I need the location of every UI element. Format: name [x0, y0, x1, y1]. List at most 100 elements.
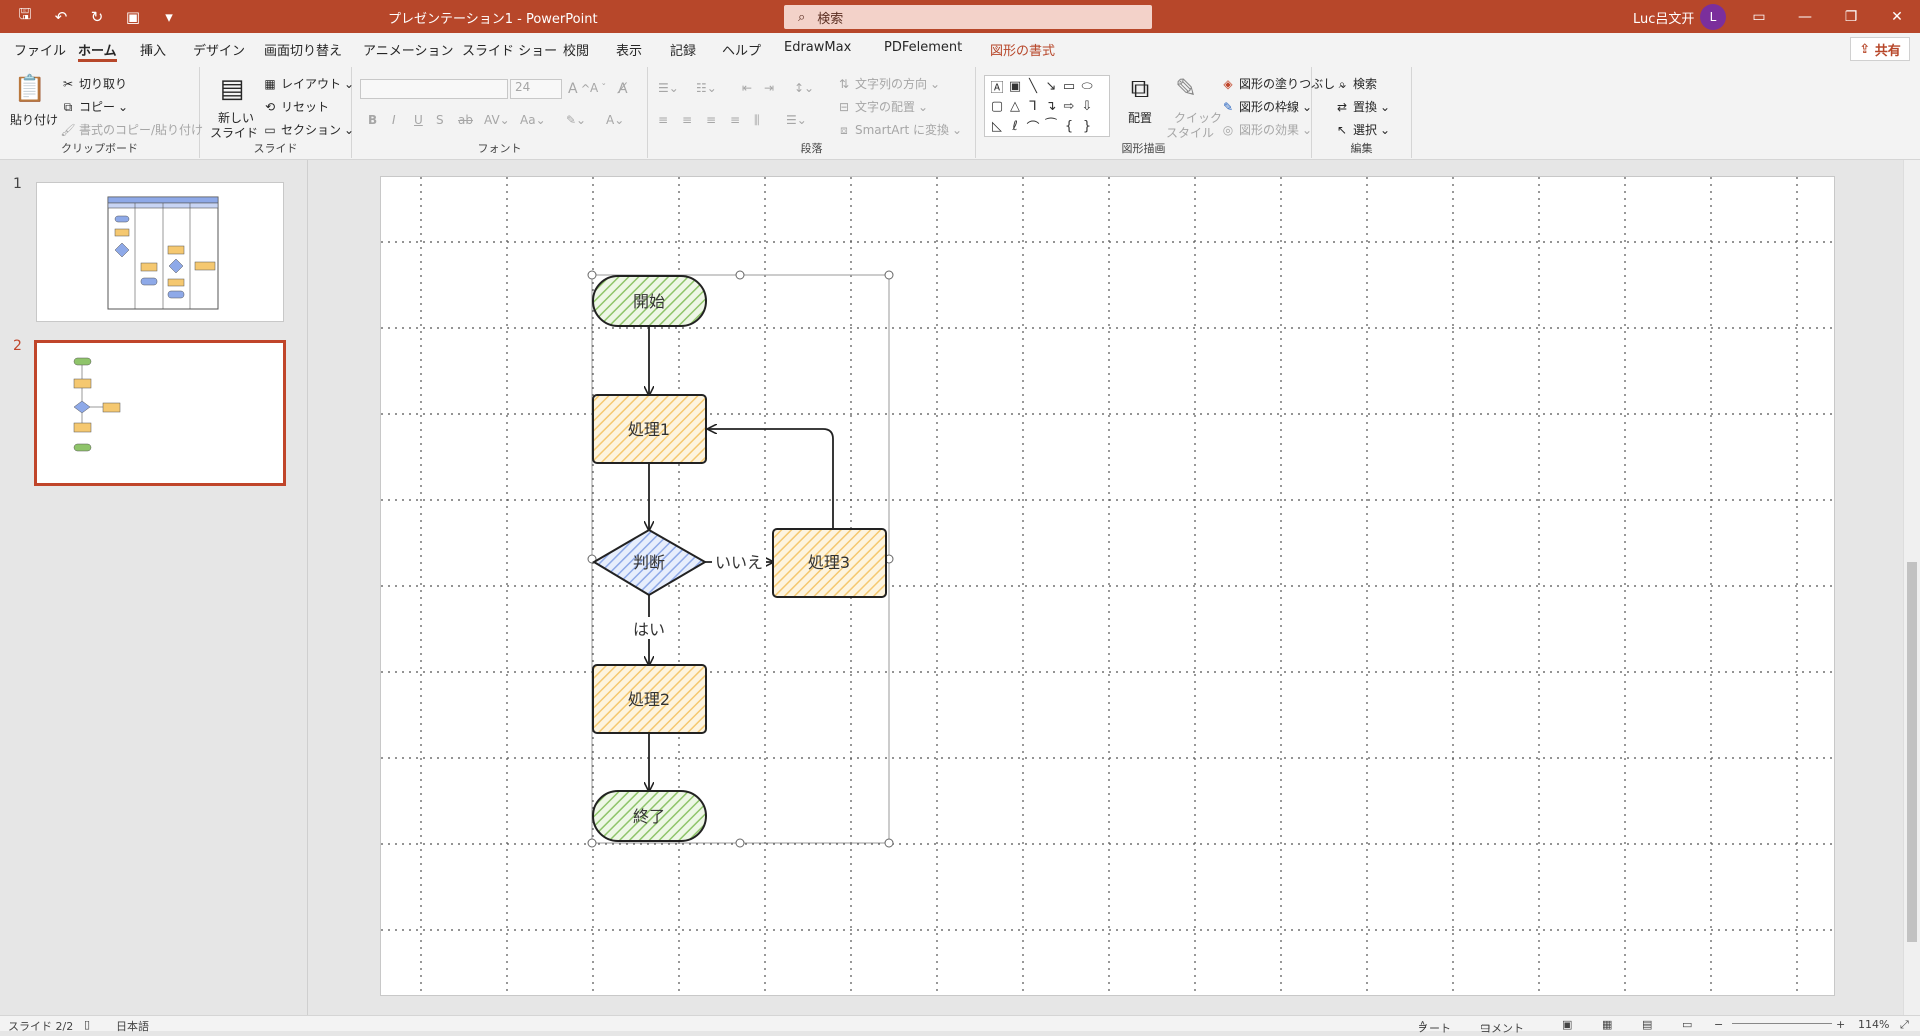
shape-effects-button[interactable]: ◎図形の効果⌄ — [1220, 121, 1312, 138]
tab-design[interactable]: デザイン — [193, 44, 246, 59]
arrange-icon[interactable]: ⧉ — [1130, 73, 1150, 104]
save-icon[interactable]: 🖫 — [18, 5, 32, 23]
restore-button[interactable]: ❐ — [1844, 8, 1858, 25]
tab-home[interactable]: ホーム — [78, 40, 117, 62]
align-center-icon[interactable]: ≡ — [682, 113, 693, 127]
tab-record[interactable]: 記録 — [670, 44, 697, 59]
elbow-connector-icon[interactable]: ⅂ — [1029, 98, 1037, 114]
resize-handle[interactable] — [587, 838, 597, 848]
language[interactable]: 日本語 — [116, 1020, 149, 1033]
quick-styles-line1[interactable]: クイック — [1174, 111, 1223, 125]
tab-review[interactable]: 校閲 — [563, 44, 590, 59]
process1-box[interactable] — [592, 394, 707, 464]
close-button[interactable]: ✕ — [1891, 8, 1903, 25]
decrease-indent-icon[interactable]: ⇤ — [742, 81, 753, 95]
justify-icon[interactable]: ≡ — [730, 113, 741, 127]
new-slide-icon[interactable]: ▤ — [219, 74, 245, 104]
highlight-icon[interactable]: ✎⌄ — [566, 113, 587, 127]
decision-diamond[interactable] — [592, 528, 707, 597]
italic-icon[interactable]: I — [392, 113, 396, 127]
paste-button[interactable]: 貼り付け — [10, 113, 59, 127]
end-terminal[interactable] — [592, 790, 707, 842]
process2-box[interactable] — [592, 664, 707, 734]
down-arrow-icon[interactable]: ⇩ — [1081, 98, 1093, 114]
resize-handle[interactable] — [735, 270, 745, 280]
present-icon[interactable]: ▣ — [125, 7, 141, 26]
right-arrow-icon[interactable]: ⇨ — [1063, 98, 1075, 114]
shapes-gallery[interactable]: 🄰 ▣ ╲ ↘ ▭ ⬭ ▢ △ ⅂ ↴ ⇨ ⇩ ◺ ℓ ⌒ ⁀ { } — [984, 75, 1110, 137]
elbow-arrow-icon[interactable]: ↴ — [1045, 98, 1057, 114]
share-button[interactable]: ⇪ 共有 — [1850, 37, 1910, 61]
bullets-icon[interactable]: ☰⌄ — [658, 81, 679, 95]
shape-outline-button[interactable]: ✎図形の枠線⌄ — [1220, 98, 1312, 115]
zoom-slider[interactable] — [1732, 1023, 1832, 1024]
select-button[interactable]: ↖選択⌄ — [1334, 121, 1390, 138]
text-direction-button[interactable]: ⇅文字列の方向⌄ — [836, 75, 940, 92]
rectangle-icon[interactable]: ▭ — [1062, 78, 1076, 94]
arrow-line-icon[interactable]: ↘ — [1045, 78, 1057, 94]
font-color-icon[interactable]: A⌄ — [606, 113, 625, 127]
resize-handle[interactable] — [884, 270, 894, 280]
grow-font-icon[interactable]: A^ — [568, 81, 591, 97]
minimize-button[interactable]: — — [1798, 8, 1812, 25]
shadow-icon[interactable]: S — [436, 113, 444, 127]
replace-button[interactable]: ⇄置換⌄ — [1334, 98, 1390, 115]
slide-thumbnail-2[interactable] — [34, 340, 286, 486]
avatar[interactable]: L — [1700, 4, 1726, 30]
triangle-icon[interactable]: △ — [1010, 98, 1020, 114]
line-spacing-icon[interactable]: ↕⌄ — [794, 81, 815, 95]
tab-slideshow[interactable]: スライド ショー — [462, 44, 558, 59]
tab-shape-format[interactable]: 図形の書式 — [990, 44, 1056, 59]
left-brace-icon[interactable]: { — [1064, 118, 1074, 134]
align-left-icon[interactable]: ≡ — [658, 113, 669, 127]
spellcheck-icon[interactable]: ▯ — [84, 1018, 91, 1031]
find-button[interactable]: ⌕検索 — [1334, 75, 1377, 92]
start-terminal[interactable] — [592, 275, 707, 327]
zoom-out-icon[interactable]: − — [1714, 1018, 1724, 1031]
tab-pdfelement[interactable]: PDFelement — [884, 40, 963, 55]
tab-transitions[interactable]: 画面切り替え — [264, 44, 343, 59]
slide-thumbnail-1[interactable] — [36, 182, 284, 322]
zoom-in-icon[interactable]: + — [1836, 1018, 1846, 1031]
rectangle-shape-icon[interactable]: ▢ — [990, 98, 1004, 114]
clear-formatting-icon[interactable]: A̸ — [618, 81, 628, 97]
slide-canvas[interactable]: 開始 処理1 判断 いいえ 処理3 はい 処理2 終了 — [380, 176, 1835, 996]
normal-view-icon[interactable]: ▣ — [1562, 1018, 1573, 1031]
resize-handle[interactable] — [735, 838, 745, 848]
increase-indent-icon[interactable]: ⇥ — [764, 81, 775, 95]
resize-handle[interactable] — [587, 270, 597, 280]
tab-edrawmax[interactable]: EdrawMax — [784, 40, 852, 55]
arc-icon[interactable]: ⁀ — [1045, 118, 1057, 134]
text-box-icon[interactable]: 🄰 — [990, 80, 1004, 96]
arrange-button[interactable]: 配置 — [1128, 111, 1153, 125]
vertical-text-box-icon[interactable]: ▣ — [1008, 78, 1022, 94]
slide-sorter-icon[interactable]: ▦ — [1602, 1018, 1613, 1031]
quick-styles-icon[interactable]: ✎ — [1175, 74, 1197, 104]
right-brace-icon[interactable]: } — [1082, 118, 1092, 134]
layout-button[interactable]: ▦レイアウト⌄ — [262, 75, 354, 92]
customize-qat-icon[interactable]: ▾ — [165, 7, 173, 26]
user-name[interactable]: Luc吕文开 — [1633, 12, 1695, 27]
paste-icon[interactable]: 📋 — [13, 74, 47, 104]
copy-button[interactable]: ⧉コピー⌄ — [60, 98, 128, 115]
freeform-icon[interactable]: ℓ — [1012, 118, 1018, 134]
numbering-icon[interactable]: ☷⌄ — [696, 81, 717, 95]
oval-icon[interactable]: ⬭ — [1081, 78, 1093, 94]
distributed-icon[interactable]: ☰⌄ — [786, 113, 807, 127]
undo-icon[interactable]: ↶ — [54, 7, 68, 26]
align-text-button[interactable]: ⊟文字の配置⌄ — [836, 98, 928, 115]
character-spacing-icon[interactable]: AV⌄ — [484, 113, 510, 127]
quick-styles-line2[interactable]: スタイル — [1166, 126, 1215, 140]
fit-to-window-icon[interactable]: ⤢ — [1900, 1018, 1909, 1031]
change-case-icon[interactable]: Aa⌄ — [520, 113, 546, 127]
tab-animations[interactable]: アニメーション — [363, 44, 454, 59]
shape-fill-button[interactable]: ◈図形の塗りつぶし⌄ — [1220, 75, 1348, 92]
format-painter-button[interactable]: 🖌書式のコピー/貼り付け — [60, 121, 203, 138]
align-right-icon[interactable]: ≡ — [706, 113, 717, 127]
rounded-shape-icon[interactable]: ◺ — [992, 118, 1002, 134]
slideshow-view-icon[interactable]: ▭ — [1682, 1018, 1693, 1031]
columns-icon[interactable]: ⫼ — [754, 113, 760, 127]
bold-icon[interactable]: B — [368, 113, 378, 127]
tab-view[interactable]: 表示 — [616, 44, 643, 59]
